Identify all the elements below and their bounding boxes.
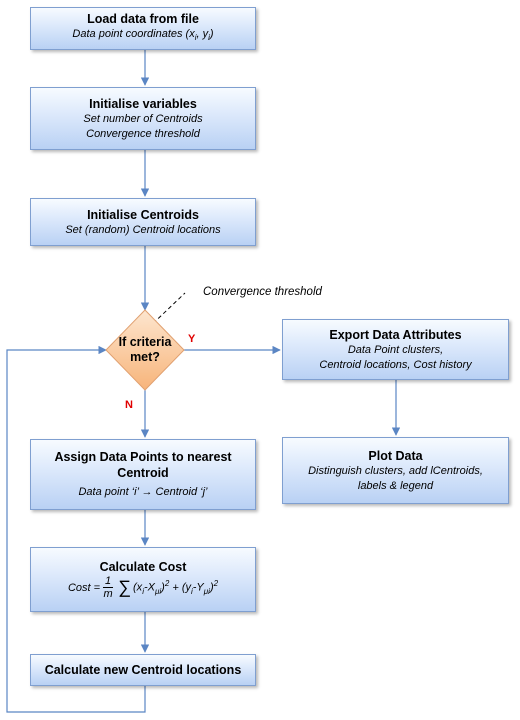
cost-term-x: (xi-Xμi)2 (133, 579, 170, 596)
calculate-new-centroids-title: Calculate new Centroid locations (44, 663, 242, 677)
yes-label: Y (188, 333, 196, 345)
initialise-centroids-title: Initialise Centroids (87, 207, 199, 222)
export-data-attributes-box: Export Data Attributes Data Point cluste… (282, 319, 509, 380)
plot-data-line1: Distinguish clusters, add lCentroids, (308, 464, 483, 477)
sigma-symbol: ∑ (118, 577, 132, 597)
cost-fraction-denominator: m (103, 588, 113, 600)
export-title: Export Data Attributes (329, 327, 462, 342)
export-line1: Data Point clusters, (347, 343, 444, 356)
cost-formula: Cost = 1 m ∑ (xi-Xμi)2 + (yi-Yμi)2 (68, 575, 218, 600)
initialise-variables-line1: Set number of Centroids (83, 112, 203, 125)
initialise-variables-line2: Convergence threshold (86, 127, 200, 140)
plot-data-box: Plot Data Distinguish clusters, add lCen… (282, 437, 509, 504)
assign-data-points-box: Assign Data Points to nearest Centroid D… (30, 439, 256, 510)
plot-data-line2: labels & legend (357, 479, 434, 492)
initialise-variables-box: Initialise variables Set number of Centr… (30, 87, 256, 150)
load-data-box: Load data from file Data point coordinat… (30, 7, 256, 50)
no-label: N (125, 399, 133, 411)
calculate-cost-title: Calculate Cost (99, 560, 187, 574)
export-line2: Centroid locations, Cost history (319, 358, 472, 371)
assign-title-line2: Centroid (117, 466, 169, 480)
decision-diamond (105, 309, 185, 391)
convergence-threshold-note: Convergence threshold (203, 286, 322, 298)
load-data-title: Load data from file (87, 12, 199, 27)
cost-term-y: (yi-Yμi)2 (181, 579, 219, 596)
initialise-centroids-subtitle: Set (random) Centroid locations (65, 223, 221, 236)
cost-plus: + (169, 581, 182, 594)
load-data-subtitle: Data point coordinates (xi, yi) (72, 28, 214, 43)
cost-fraction: 1 m (103, 575, 114, 600)
decision-label-line1: If criteria (118, 335, 172, 349)
calculate-cost-box: Calculate Cost Cost = 1 m ∑ (xi-Xμi)2 + … (30, 547, 256, 612)
cost-formula-label: Cost = (67, 581, 101, 594)
decision-label-line2: met? (130, 350, 160, 364)
plot-data-title: Plot Data (368, 448, 423, 463)
decision-label: If criteria met? (106, 335, 184, 365)
assign-title-line1: Assign Data Points to nearest (54, 450, 232, 464)
cost-fraction-numerator: 1 (103, 575, 114, 588)
initialise-centroids-box: Initialise Centroids Set (random) Centro… (30, 198, 256, 246)
loop-back-connector (6, 345, 146, 713)
assign-subtitle: Data point ‘i’ → Centroid ‘j’ (78, 486, 208, 498)
initialise-variables-title: Initialise variables (89, 96, 197, 111)
calculate-new-centroids-box: Calculate new Centroid locations (30, 654, 256, 686)
